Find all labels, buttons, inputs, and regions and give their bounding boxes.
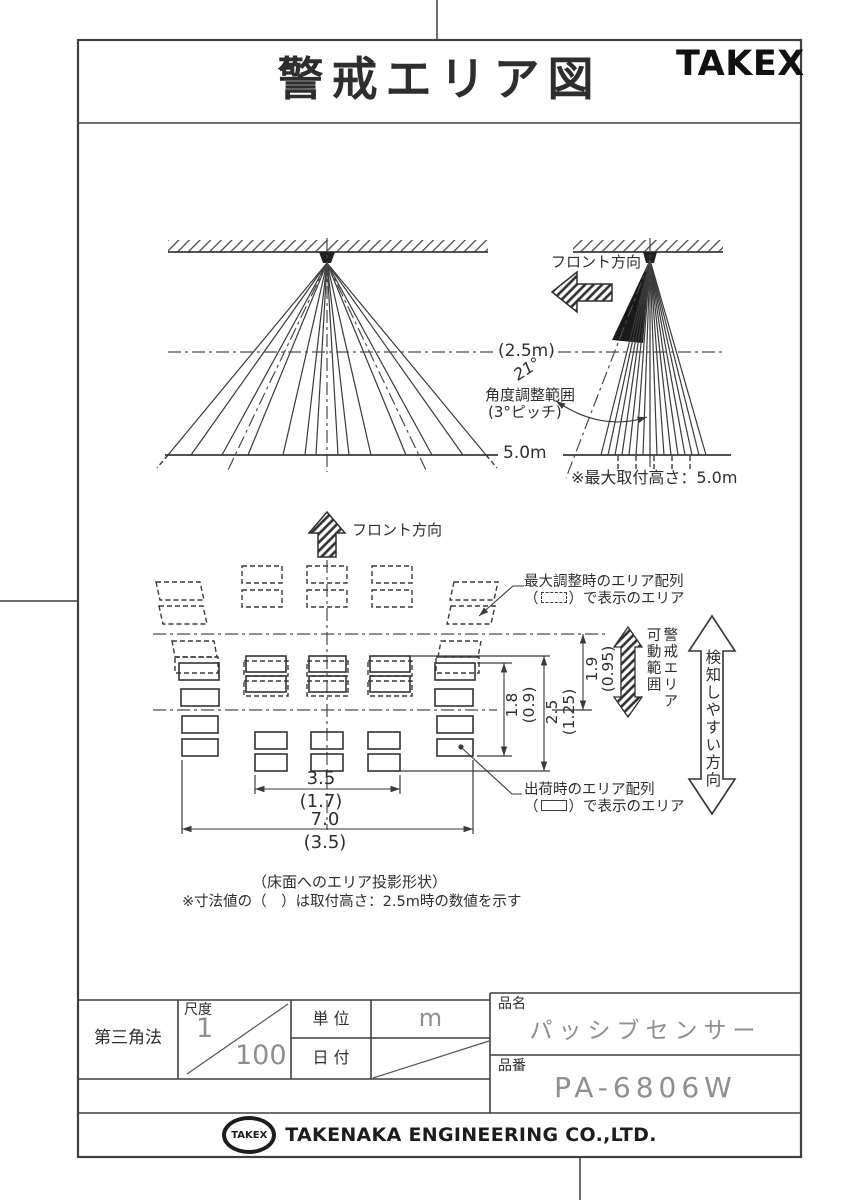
- projection-method: 第三角法: [94, 1028, 162, 1048]
- sheet-frame: [76, 38, 803, 1159]
- movable-range-line1: 警戒エリア: [661, 627, 678, 710]
- company-name: TAKENAKA ENGINEERING CO.,LTD.: [285, 1124, 657, 1146]
- takex-logo-text: TAKEX: [231, 1129, 268, 1141]
- part-number-value: PA-6806W: [554, 1071, 737, 1104]
- dashed-area-symbol: [540, 592, 567, 603]
- beam-lines: [167, 262, 487, 456]
- brand-logo-text: TAKEX: [676, 44, 805, 84]
- scale-diagonal: [186, 1003, 289, 1075]
- dim-3-5-paren: (3.5): [303, 832, 347, 853]
- dim-1-25: (1.25): [560, 688, 578, 736]
- height-5m-label: 5.0m: [503, 443, 547, 463]
- registration-marks: [0, 0, 581, 1200]
- tilted-axis-21deg: [565, 259, 651, 479]
- max-area-leader: [478, 585, 524, 617]
- part-number-label: 品番: [498, 1058, 526, 1074]
- paren-close-text: ）で表示のエリア: [568, 799, 685, 815]
- footer: TAKEX TAKENAKA ENGINEERING CO.,LTD.: [78, 1115, 801, 1155]
- scale-denominator: 100: [235, 1040, 287, 1071]
- dim-3-5: 3.5: [306, 768, 336, 789]
- ceiling-hatch: [573, 240, 723, 252]
- max-mount-height-note: ※最大取付高さ：5.0m: [571, 468, 738, 487]
- depth-dimensions: [400, 634, 592, 772]
- ship-area-note-line2: （ ）で表示のエリア: [524, 799, 685, 815]
- dim-0-9: (0.9): [520, 686, 538, 724]
- height-2-5m-label: (2.5m): [498, 341, 555, 361]
- paren-open: （: [524, 799, 539, 815]
- angle-adjust-label-2: (3°ピッチ): [488, 403, 562, 421]
- dim-1-8: 1.8: [503, 692, 521, 718]
- ship-area-note-line1: 出荷時のエリア配列: [524, 782, 655, 798]
- dimension-note: ※寸法値の（ ）は取付高さ：2.5m時の数値を示す: [182, 894, 522, 910]
- floor-ticks: [617, 456, 691, 469]
- max-areas-top: [155, 565, 499, 625]
- plan-front-direction-label: フロント方向: [352, 521, 443, 539]
- scale-label: 尺度: [184, 1002, 212, 1018]
- max-area-note-line1: 最大調整時のエリア配列: [524, 574, 684, 590]
- paren-open: （: [524, 591, 539, 607]
- solid-area-symbol: [540, 800, 567, 811]
- front-direction-label: フロント方向: [551, 253, 642, 271]
- max-areas-mid: [171, 640, 482, 697]
- width-dimensions: [181, 760, 474, 834]
- ship-area-leader: [462, 748, 522, 795]
- paren-close-text: ）で表示のエリア: [568, 591, 685, 607]
- movable-range-label: 警戒エリア 可動範囲: [644, 627, 678, 727]
- side-view-side: [550, 238, 731, 479]
- dim-0-95: (0.95): [599, 645, 617, 693]
- ship-areas-bottom: [181, 715, 474, 772]
- date-diagonal: [372, 1040, 490, 1079]
- ceiling-hatch: [168, 240, 488, 252]
- max-area-note-line2: （ ）で表示のエリア: [524, 591, 685, 607]
- dim-1-7: (1.7): [299, 791, 343, 812]
- front-direction-arrow-icon: [307, 510, 347, 558]
- date-label: 日 付: [312, 1048, 350, 1067]
- angle-adjust-label-1: 角度調整範囲: [485, 386, 576, 404]
- front-direction-arrow-icon: [550, 270, 613, 314]
- movable-range-arrow-icon: [612, 625, 644, 719]
- ship-areas-mid: [178, 655, 476, 707]
- floor-projection-note: （床面へのエリア投影形状）: [252, 873, 448, 891]
- unit-value: m: [418, 1004, 443, 1032]
- plan-view: [153, 510, 737, 834]
- product-name-label: 品名: [498, 996, 526, 1012]
- angle-adjust-arrow: [555, 400, 648, 423]
- detect-direction-label: 検知しやすい方向: [703, 649, 722, 789]
- side-view-front: [156, 238, 498, 472]
- scale-numerator: 1: [196, 1013, 214, 1044]
- unit-label: 単 位: [312, 1009, 350, 1028]
- page-title: 警戒エリア図: [277, 52, 602, 106]
- product-name-value: パッシブセンサー: [529, 1018, 762, 1044]
- dim-7-0: 7.0: [310, 809, 340, 830]
- title-block-grid: [78, 992, 801, 1114]
- dim-2-5: 2.5: [543, 699, 561, 725]
- takex-logo-icon: TAKEX: [222, 1116, 277, 1154]
- beam-fan: [600, 259, 707, 456]
- detect-direction-arrow-icon: [687, 614, 737, 816]
- movable-range-line2: 可動範囲: [644, 627, 661, 693]
